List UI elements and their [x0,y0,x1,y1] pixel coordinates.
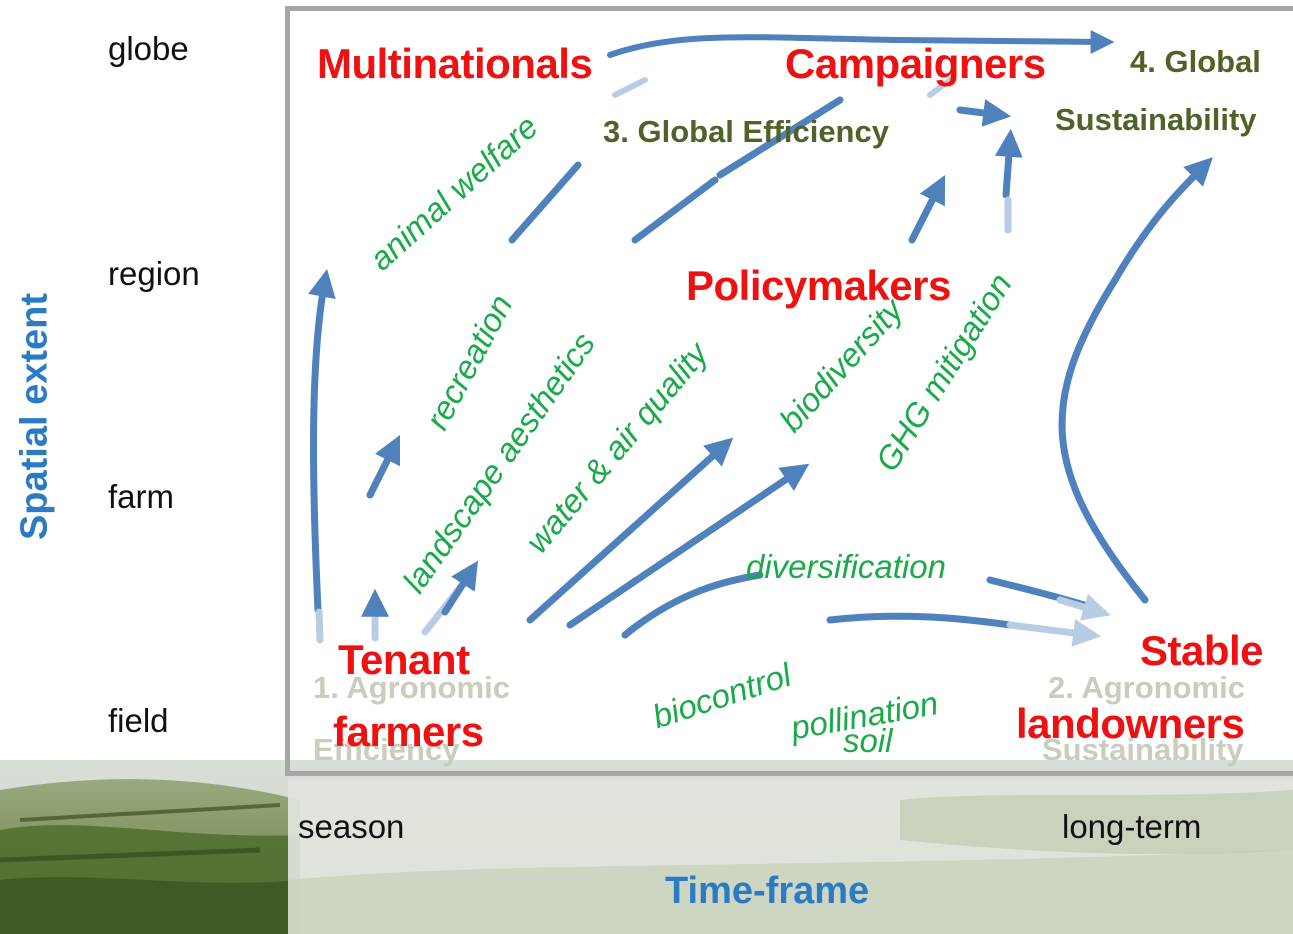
actor-policymakers: Policymakers [686,262,951,309]
time-end: long-term [1062,808,1202,845]
actor-tenant-farmers-1: Tenant [338,636,470,683]
service-diversification: diversification [746,548,946,585]
actor-multinationals: Multinationals [317,40,593,87]
scale-globe: globe [108,30,189,67]
goal-agronomic-efficiency-1: 1. Agronomic [313,670,510,705]
goal-agronomic-sustainability-1: 2. Agronomic [1048,670,1245,705]
actor-campaigners: Campaigners [785,40,1046,87]
goal-global-efficiency: 3. Global Efficiency [603,114,889,149]
actor-stable-landowners-2: landowners [1016,700,1245,747]
time-axis-title: Time-frame [665,870,870,912]
diagram-frame [285,6,1293,776]
goal-global-sustainability-1: 4. Global [1130,44,1261,79]
scale-farm: farm [108,478,174,515]
scale-field: field [108,702,169,739]
goal-global-sustainability-2: Sustainability [1055,102,1257,137]
actor-stable-landowners-1: Stable [1140,627,1264,674]
goal-agronomic-efficiency-2: Efficiency [313,732,460,767]
actor-tenant-farmers-2: farmers [333,708,484,755]
time-start: season [298,808,405,845]
spatial-axis-title: Spatial extent [13,292,56,541]
goal-agronomic-sustainability-2: Sustainability [1042,732,1244,767]
scale-region: region [108,255,200,292]
service-soil: soil [843,722,893,759]
